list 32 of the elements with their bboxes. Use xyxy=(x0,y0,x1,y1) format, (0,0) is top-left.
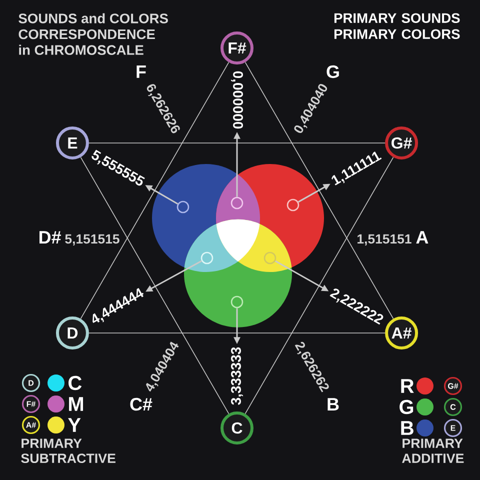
value-label: 3,333333 xyxy=(231,347,243,405)
heading: PRIMARY SOUNDS PRIMARY COLORS xyxy=(334,13,460,39)
connector-line xyxy=(88,332,386,334)
legend-caption: PRIMARY SUBTRACTIVE xyxy=(21,438,116,464)
connector-line xyxy=(244,62,394,320)
connector-line xyxy=(244,156,394,414)
marker-ring xyxy=(176,200,190,214)
value-label: 0,000000 xyxy=(231,71,243,129)
connector-line xyxy=(80,62,230,320)
value-label: 5,151515 xyxy=(65,234,120,246)
legend-label: B xyxy=(401,421,414,435)
note-label: D# xyxy=(40,231,61,244)
value-label: 1,515151 xyxy=(358,234,412,246)
note-label: G xyxy=(326,65,339,78)
legend-label: G xyxy=(400,400,414,414)
marker-ring xyxy=(264,252,276,264)
marker-ring xyxy=(230,196,244,210)
legend-label: R xyxy=(401,379,414,393)
note-label: F xyxy=(136,66,146,78)
marker-ring xyxy=(230,296,244,308)
marker-ring xyxy=(286,198,300,212)
legend-caption: PRIMARY ADDITIVE xyxy=(402,438,464,463)
legend-label: Y xyxy=(68,418,81,432)
note-label: A xyxy=(416,231,428,244)
legend-label: M xyxy=(69,397,84,411)
connector-line xyxy=(80,156,230,414)
marker-ring xyxy=(200,252,214,264)
note-label: C# xyxy=(130,398,152,411)
note-label: B xyxy=(328,398,339,410)
connector-line xyxy=(88,142,386,144)
title: SOUNDS and COLORS CORRESPONDENCE in CHROMOSCALE xyxy=(18,13,168,55)
legend-label: C xyxy=(68,376,82,390)
